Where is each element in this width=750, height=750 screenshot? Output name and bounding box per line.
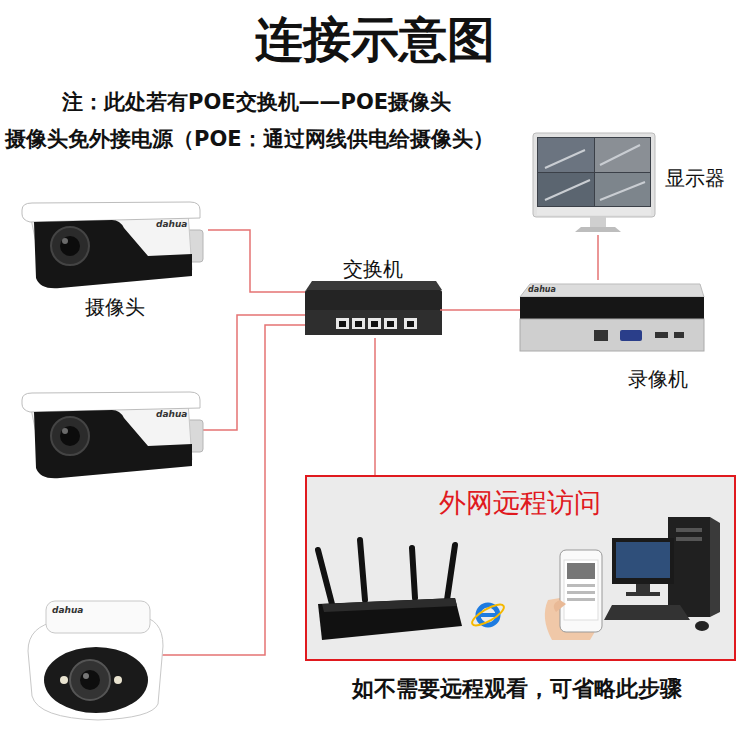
router-part — [322, 598, 457, 612]
video-recorder-part — [620, 330, 642, 341]
node-label: 交换机 — [343, 258, 403, 281]
video-recorder — [520, 284, 704, 351]
phone-in-hand-part — [567, 563, 595, 579]
desktop-computer-part — [710, 517, 720, 617]
note-line: 注：此处若有POE交换机——POE摄像头 — [62, 90, 451, 114]
camera-wire — [160, 325, 305, 655]
monitor-part — [575, 227, 621, 232]
note-line: 摄像头免外接电源（POE：通过网线供电给摄像头） — [5, 127, 494, 151]
dome-camera-part — [46, 601, 150, 633]
brand-logo: dahua — [156, 409, 187, 419]
network-switch-part — [407, 321, 414, 327]
router-part — [318, 540, 455, 604]
monitor-part — [538, 173, 594, 206]
network-switch-part — [306, 281, 442, 290]
node-label: 外网远程访问 — [439, 487, 601, 518]
desktop-computer-part — [695, 621, 709, 631]
recorder-node: 录像机 — [520, 280, 704, 395]
phone-in-hand-part — [554, 600, 566, 612]
desktop-computer-part — [604, 605, 690, 620]
monitor-part — [590, 217, 606, 228]
desktop-computer-part — [626, 592, 660, 596]
network-switch-part — [387, 321, 394, 327]
desktop-computer-part — [676, 528, 702, 532]
phone-in-hand-part — [567, 598, 595, 601]
dome-camera-part — [80, 670, 100, 690]
router-part — [318, 598, 462, 640]
brand-logo: dahua — [528, 285, 556, 294]
switch-node: 交换机 — [305, 256, 440, 338]
network-switch-part — [368, 318, 381, 329]
note-line: 如不需要远程观看，可省略此步骤 — [352, 676, 682, 701]
monitor-node: 显示器 — [530, 132, 742, 235]
video-recorder-part — [520, 319, 704, 351]
desktop-computer-part — [676, 537, 702, 541]
monitor-part — [595, 173, 650, 206]
browser-icon-part — [479, 613, 497, 617]
phone-in-hand-part — [567, 591, 595, 594]
dome-camera-part — [70, 660, 110, 700]
desktop-computer-part — [668, 517, 710, 617]
network-switch-part — [352, 318, 365, 329]
monitor — [533, 133, 655, 232]
network-switch-part — [371, 321, 378, 327]
video-recorder-part — [594, 330, 608, 341]
browser-icon — [469, 601, 506, 629]
video-recorder-part — [520, 297, 704, 319]
dome-camera-part — [83, 673, 89, 679]
node-label: 录像机 — [628, 368, 688, 391]
video-recorder-part — [655, 332, 668, 338]
network-switch-part — [305, 290, 442, 335]
phone-in-hand-part — [564, 560, 598, 620]
camera-node: 摄像头 — [18, 198, 208, 323]
network-switch — [305, 281, 442, 335]
network-cable — [440, 309, 520, 311]
node-label: 摄像头 — [85, 296, 145, 319]
dome-camera-part — [44, 647, 148, 713]
brand-logo: dahua — [156, 219, 187, 229]
phone-in-hand-part — [567, 584, 595, 587]
dome-camera-part — [114, 676, 122, 684]
monitor-part — [545, 145, 645, 200]
bullet-camera — [22, 202, 203, 288]
network-switch-part — [305, 310, 442, 335]
network-switch-part — [339, 321, 346, 327]
desktop-computer-part — [636, 584, 650, 592]
monitor-part — [595, 138, 650, 172]
dome-camera — [28, 601, 163, 720]
remote-panel-ground — [305, 475, 736, 661]
network-switch-part — [355, 321, 362, 327]
monitor-part — [533, 133, 655, 217]
network-cable — [597, 235, 599, 280]
network-switch-part — [336, 318, 349, 329]
video-recorder-part — [520, 284, 704, 297]
brand-logo: dahua — [52, 605, 83, 615]
video-recorder-part — [674, 332, 684, 338]
desktop-computer — [604, 517, 720, 631]
browser-icon-part — [469, 601, 506, 629]
monitor-part — [537, 207, 651, 215]
network-switch-part — [384, 318, 397, 329]
diagram-title: 连接示意图 — [0, 12, 750, 67]
desktop-computer-part — [616, 542, 670, 578]
network-cable — [374, 338, 376, 475]
node-label: 显示器 — [665, 167, 725, 190]
camera-wire — [200, 315, 305, 430]
network-switch-part — [404, 318, 417, 329]
router — [318, 540, 462, 640]
monitor-part — [537, 137, 651, 207]
dome-camera-part — [60, 676, 68, 684]
network-cable — [208, 230, 305, 292]
phone-in-hand-part — [560, 550, 602, 632]
phone-in-hand — [545, 550, 602, 640]
desktop-computer-part — [612, 538, 674, 584]
remote-access-box: 外网远程访问 — [305, 475, 736, 661]
bullet-camera — [22, 392, 203, 478]
